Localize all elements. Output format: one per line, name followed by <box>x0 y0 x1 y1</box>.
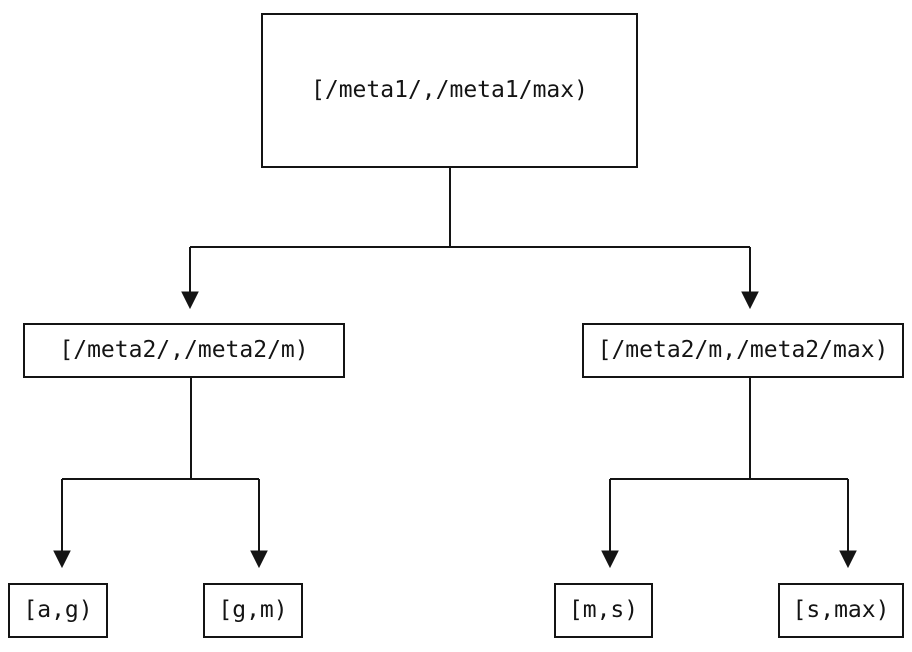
edge-meta2-high-to-leaves <box>609 378 849 551</box>
node-leaf-ms-label: [m,s) <box>568 597 639 623</box>
arrowhead-icon <box>53 550 71 569</box>
node-root: [/meta1/,/meta1/max) <box>261 13 638 168</box>
node-leaf-ag-label: [a,g) <box>23 597 93 623</box>
node-meta2-low-label: [/meta2/,/meta2/m) <box>59 337 309 363</box>
edge-root-to-children <box>189 168 751 292</box>
node-leaf-gm: [g,m) <box>203 583 303 638</box>
node-leaf-smax: [s,max) <box>778 583 904 638</box>
arrowhead-icon <box>250 550 268 569</box>
node-root-label: [/meta1/,/meta1/max) <box>311 77 588 103</box>
node-leaf-ag: [a,g) <box>8 583 108 638</box>
node-meta2-high: [/meta2/m,/meta2/max) <box>582 323 904 378</box>
node-leaf-smax-label: [s,max) <box>792 597 890 623</box>
arrowhead-icon <box>839 550 857 569</box>
node-meta2-high-label: [/meta2/m,/meta2/max) <box>597 337 889 363</box>
arrowhead-icon <box>601 550 619 569</box>
node-leaf-ms: [m,s) <box>554 583 653 638</box>
edge-meta2-low-to-leaves <box>61 378 260 551</box>
node-meta2-low: [/meta2/,/meta2/m) <box>23 323 345 378</box>
arrowhead-icon <box>181 291 199 310</box>
arrowhead-icon <box>741 291 759 310</box>
node-leaf-gm-label: [g,m) <box>218 597 288 623</box>
